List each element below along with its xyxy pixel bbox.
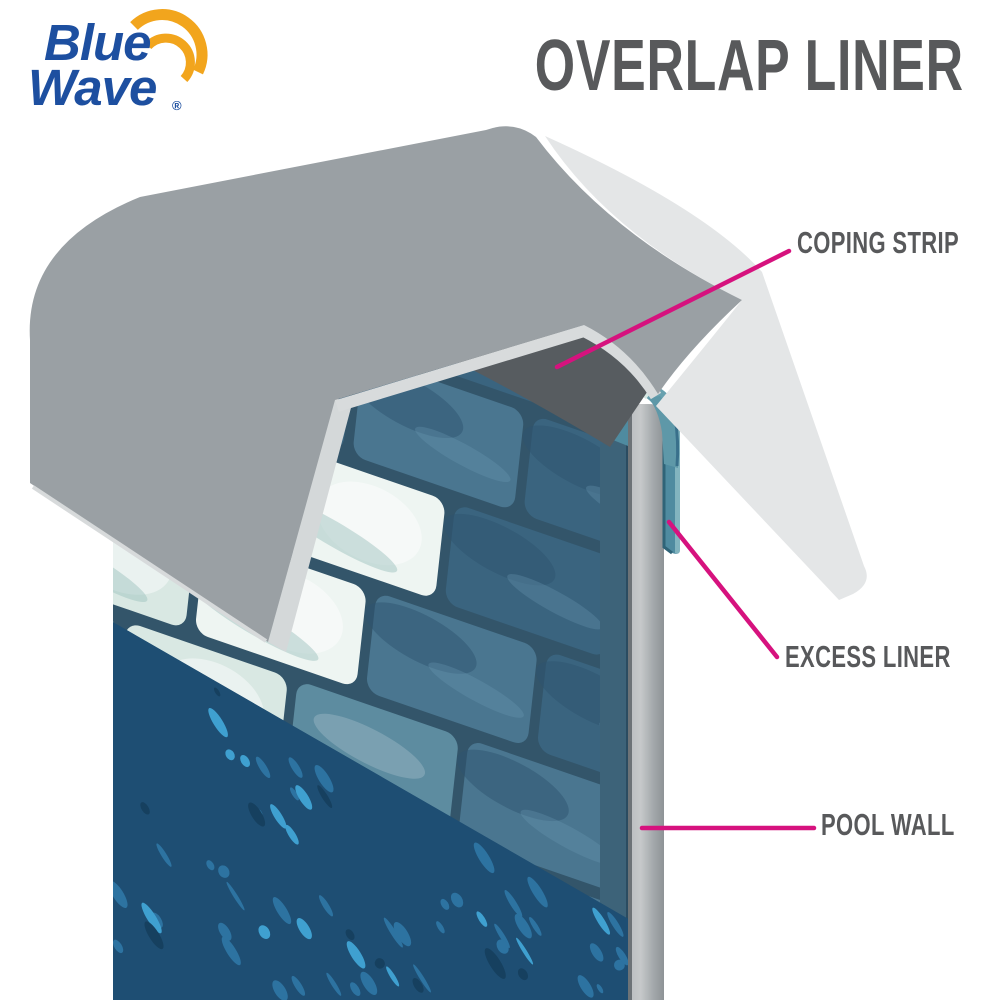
label-pool-wall: POOL WALL bbox=[821, 807, 955, 842]
water-splotch bbox=[504, 889, 523, 918]
liner-tile bbox=[0, 415, 25, 570]
water-splotch bbox=[213, 687, 221, 697]
water-splotch bbox=[527, 876, 548, 908]
drape-notch-band bbox=[268, 398, 352, 652]
leader-line-coping-strip bbox=[554, 248, 792, 370]
liner-tile bbox=[944, 444, 1000, 599]
registered-mark: ® bbox=[172, 98, 182, 113]
water-splotch bbox=[517, 968, 529, 981]
water-splotch bbox=[450, 892, 464, 908]
water-splotch bbox=[285, 824, 299, 845]
liner-water-print bbox=[113, 622, 630, 1000]
water-splotch bbox=[295, 785, 313, 810]
water-splotch bbox=[345, 929, 355, 941]
water-splotch bbox=[529, 916, 542, 936]
water-splotch bbox=[226, 881, 245, 911]
water-splotch bbox=[113, 880, 128, 908]
water-splotch bbox=[514, 913, 532, 939]
liner-tile bbox=[0, 180, 12, 335]
water-splotch bbox=[289, 787, 299, 801]
water-splotch bbox=[272, 980, 288, 1000]
water-splotch bbox=[240, 755, 250, 768]
logo-word-blue: Blue bbox=[44, 14, 152, 71]
water-splotch bbox=[156, 843, 172, 867]
water-splotch bbox=[516, 937, 534, 965]
water-splotch bbox=[589, 943, 604, 962]
logo-arc-icon bbox=[130, 9, 208, 83]
water-splotch bbox=[615, 946, 629, 966]
water-splotch bbox=[592, 907, 611, 935]
water-splotch bbox=[225, 749, 235, 761]
water-splotch bbox=[383, 917, 403, 948]
liner-wall-seam bbox=[600, 430, 630, 1000]
label-coping-strip: COPING STRIP bbox=[797, 225, 960, 260]
water-splotch bbox=[144, 921, 164, 950]
water-splotch bbox=[218, 922, 232, 941]
water-splotch bbox=[596, 984, 604, 994]
water-splotch bbox=[218, 865, 230, 878]
drape-rim-band bbox=[335, 324, 662, 412]
water-splotch bbox=[270, 804, 287, 829]
water-splotch bbox=[413, 964, 431, 993]
water-splotch bbox=[577, 975, 594, 998]
water-splotch bbox=[374, 958, 385, 969]
liner-tile bbox=[957, 680, 1000, 835]
water-splotch bbox=[141, 902, 162, 934]
pool-wall-shape bbox=[628, 404, 664, 1000]
water-splotch bbox=[496, 939, 509, 954]
logo-word-wave: Wave bbox=[28, 59, 157, 116]
water-splotch bbox=[360, 971, 378, 995]
liner-tile bbox=[800, 857, 973, 1000]
water-splotch bbox=[296, 918, 312, 940]
water-splotch bbox=[317, 785, 333, 808]
water-splotch bbox=[208, 707, 228, 738]
water-splotch bbox=[326, 972, 342, 996]
water-splotch bbox=[350, 982, 361, 996]
water-splotch bbox=[386, 966, 400, 987]
liner-tile bbox=[0, 887, 52, 1000]
water-splotch bbox=[473, 842, 495, 874]
liner-tile bbox=[0, 651, 38, 806]
water-splotch bbox=[221, 936, 241, 966]
liner-tile bbox=[113, 802, 130, 950]
page-title: OVERLAP LINER bbox=[535, 26, 964, 106]
water-splotch bbox=[288, 757, 303, 778]
water-splotch bbox=[476, 911, 488, 927]
label-excess-liner: EXCESS LINER bbox=[785, 639, 951, 674]
water-splotch bbox=[607, 911, 624, 937]
liner-tile bbox=[721, 945, 894, 1000]
water-splotch bbox=[484, 948, 506, 979]
water-splotch bbox=[206, 860, 215, 871]
water-splotch bbox=[248, 802, 266, 827]
water-splotch bbox=[272, 897, 292, 925]
water-splotch bbox=[346, 941, 366, 969]
water-splotch bbox=[140, 802, 150, 815]
overlap-liner-drape bbox=[29, 126, 867, 652]
water-splotch bbox=[258, 925, 271, 939]
drape-top bbox=[29, 126, 743, 643]
liner-tile bbox=[113, 566, 116, 714]
water-splotch bbox=[614, 959, 625, 971]
water-splotch bbox=[291, 975, 306, 996]
drape-side-panel bbox=[545, 136, 867, 600]
water-splotch bbox=[318, 895, 334, 917]
water-splotch bbox=[113, 939, 124, 954]
drape-edge-highlight bbox=[31, 485, 268, 643]
water-splotch bbox=[436, 921, 445, 934]
liner-tile bbox=[879, 768, 1000, 923]
water-splotch bbox=[412, 978, 424, 993]
water-splotch bbox=[255, 756, 271, 779]
water-splotch bbox=[393, 921, 412, 947]
water-splotch bbox=[494, 923, 510, 949]
water-splotch bbox=[440, 898, 450, 910]
leader-line-excess-liner bbox=[666, 519, 780, 660]
water-splotch bbox=[314, 764, 334, 793]
